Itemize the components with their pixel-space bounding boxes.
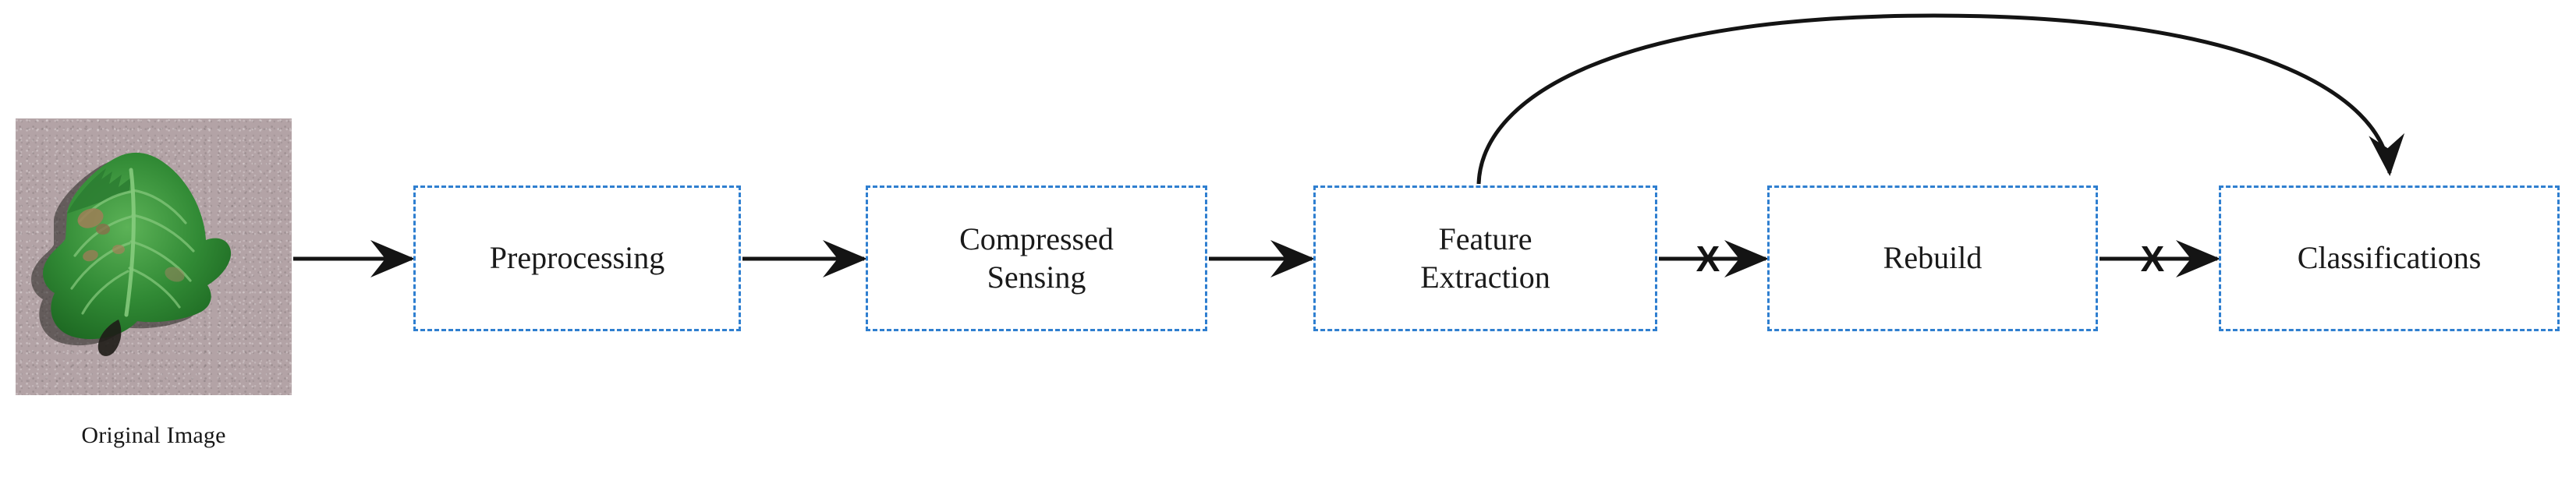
stage-label-compressed-sensing: Compressed Sensing — [959, 221, 1114, 295]
stage-box-rebuild[interactable]: Rebuild — [1767, 185, 2098, 331]
stage-box-compressed-sensing[interactable]: Compressed Sensing — [866, 185, 1207, 331]
blocked-path-x-icon-feature-extraction-rebuild: X — [1695, 238, 1720, 279]
stage-box-preprocessing[interactable]: Preprocessing — [413, 185, 741, 331]
stage-label-rebuild: Rebuild — [1883, 240, 1982, 276]
stage-label-feature-extraction: Feature Extraction — [1420, 221, 1550, 295]
stage-box-feature-extraction[interactable]: Feature Extraction — [1313, 185, 1657, 331]
original-image-caption: Original Image — [81, 422, 226, 448]
blocked-path-x-icon-rebuild-classifications: X — [2140, 238, 2165, 279]
stage-label-preprocessing: Preprocessing — [489, 240, 665, 276]
arrow-feature-extraction-to-classifications-bypass — [1476, 13, 2405, 185]
original-image-thumbnail — [16, 118, 292, 395]
leaf-illustration — [31, 152, 232, 356]
stage-box-classifications[interactable]: Classifications — [2219, 185, 2560, 331]
stage-label-classifications: Classifications — [2297, 240, 2482, 276]
